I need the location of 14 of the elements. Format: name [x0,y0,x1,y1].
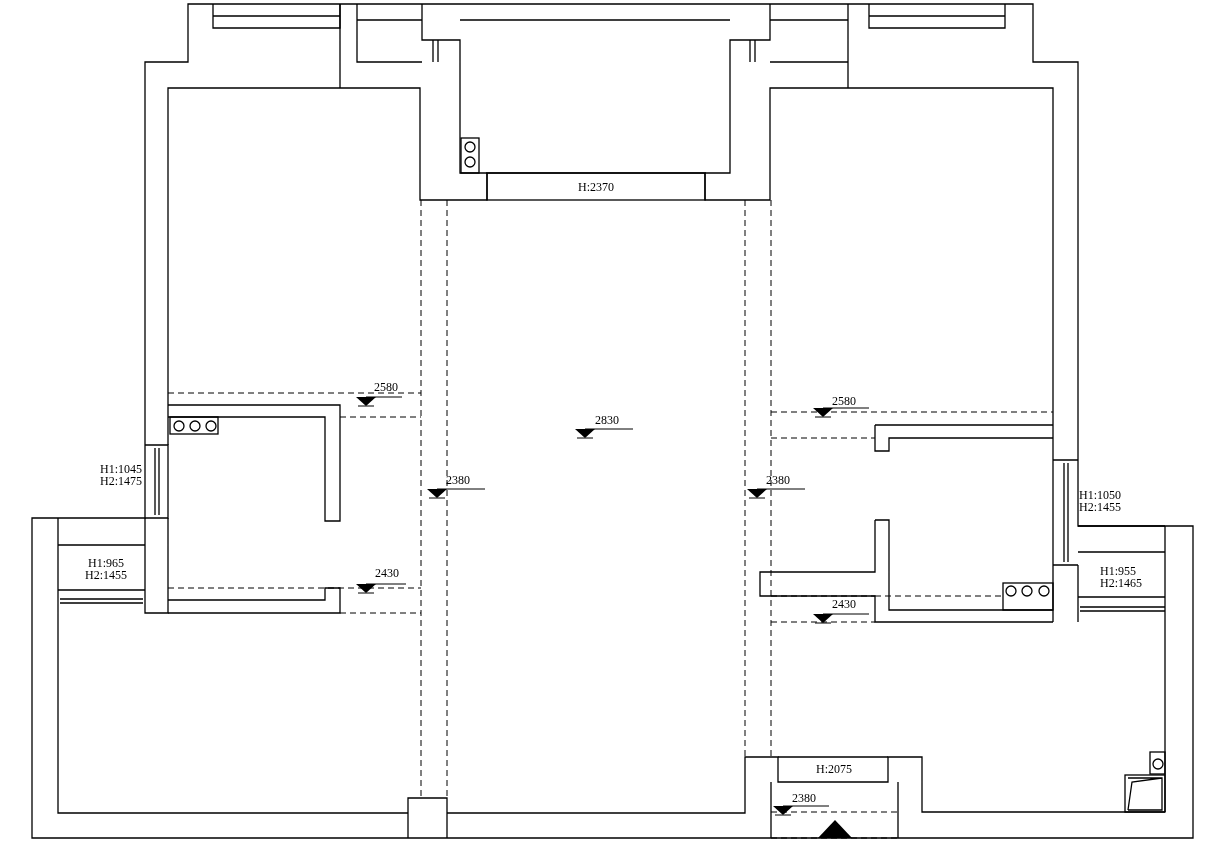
window-height-label: H1:1045 H2:1475 [99,463,142,487]
elevation-label: 2380 [792,792,817,804]
elevation-label: 2580 [374,381,399,393]
elevation-label: 2430 [375,567,400,579]
elevation-label: 2380 [766,474,791,486]
elevation-label: 2580 [832,395,857,407]
beam-height-label: H:2075 [815,763,853,775]
window-height-label: H1:965 H2:1455 [84,557,128,581]
window-height-label: H1:1050 H2:1455 [1079,489,1122,513]
beam-height-label: H:2370 [577,181,615,193]
elevation-label: 2380 [446,474,471,486]
elevation-label: 2830 [595,414,620,426]
window-height-label: H1:955 H2:1465 [1100,565,1143,589]
elevation-label: 2430 [832,598,857,610]
